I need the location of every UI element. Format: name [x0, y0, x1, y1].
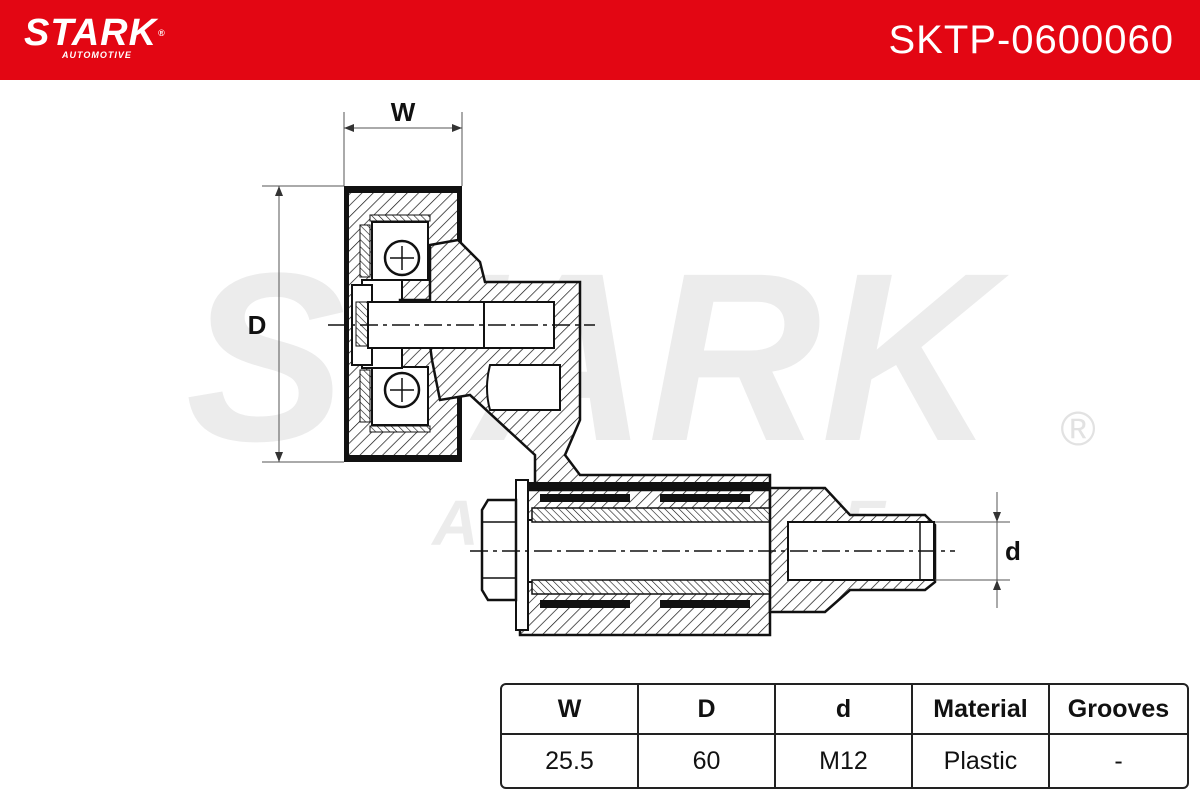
brand-subtitle: AUTOMOTIVE	[62, 50, 132, 60]
watermark-stark: STARK	[186, 223, 1010, 491]
dimension-d: D	[248, 185, 344, 463]
technical-drawing: STARK AUTOMOTIVE ®	[186, 97, 1096, 637]
header-bar: STARK® AUTOMOTIVE SKTP-0600060	[0, 0, 1200, 80]
dimension-d-label: D	[248, 310, 267, 340]
spec-header-material: Material	[913, 685, 1050, 735]
spec-table: W D d Material Grooves 25.5 60 M12 Plast…	[500, 683, 1189, 789]
spec-header-thread: d	[776, 685, 913, 735]
spec-value-grooves: -	[1114, 746, 1123, 775]
part-number: SKTP-0600060	[888, 18, 1174, 62]
spec-value-w: 25.5	[502, 735, 639, 787]
spec-value-d: 60	[639, 735, 776, 787]
spec-header-d: D	[639, 685, 776, 735]
dimension-w: W	[343, 97, 463, 186]
brand-name: STARK	[24, 12, 158, 54]
spec-header-grooves: Grooves	[1050, 685, 1187, 735]
dimension-w-label: W	[391, 97, 416, 127]
dimension-thread: d	[935, 492, 1021, 608]
spec-value-material: Plastic	[913, 735, 1050, 787]
registered-mark: ®	[158, 28, 166, 38]
spec-header-w: W	[502, 685, 639, 735]
watermark-registered: ®	[1060, 403, 1095, 456]
spec-value-thread: M12	[776, 735, 913, 787]
dimension-thread-label: d	[1005, 536, 1021, 566]
brand-logo: STARK® AUTOMOTIVE	[24, 14, 166, 60]
